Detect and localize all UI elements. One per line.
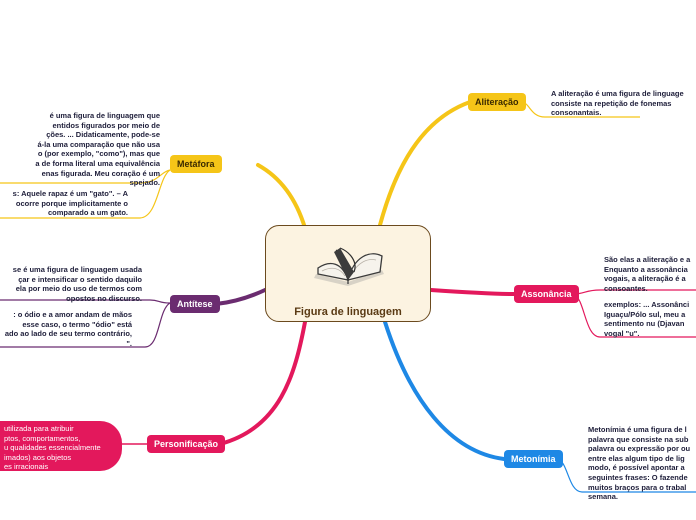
link-personificacao bbox=[218, 320, 307, 446]
link-metafora-ex bbox=[0, 169, 171, 219]
topic-assonancia[interactable]: Assonância bbox=[514, 285, 579, 303]
link-assonancia bbox=[429, 288, 516, 296]
link-antitese-def bbox=[0, 299, 171, 304]
topic-metafora[interactable]: Metáfora bbox=[170, 155, 222, 173]
central-title: Figura de linguagem bbox=[294, 306, 402, 318]
link-antitese-ex bbox=[0, 302, 171, 348]
note-antitese-definition[interactable]: se é uma figura de linguagem usada çar e… bbox=[12, 265, 142, 303]
note-assonancia-example[interactable]: exemplos: ... Assonânci Iguaçu/Pólo sul,… bbox=[604, 300, 690, 338]
link-metafora bbox=[256, 163, 307, 230]
link-aliteracao bbox=[378, 100, 472, 227]
note-metafora-definition[interactable]: é uma figura de linguagem que entidos fi… bbox=[35, 111, 160, 188]
open-book-icon bbox=[314, 247, 384, 286]
note-aliteracao-definition[interactable]: A aliteração é uma figura de linguage co… bbox=[551, 89, 684, 118]
link-metafora-def bbox=[0, 169, 171, 184]
link-metonimia bbox=[383, 320, 506, 461]
note-metonimia-definition[interactable]: Metonímia é uma figura de l palavra que … bbox=[588, 425, 691, 502]
note-antitese-example[interactable]: : o ódio e a amor andam de mãos esse cas… bbox=[4, 310, 132, 348]
topic-metonimia[interactable]: Metonímia bbox=[504, 450, 563, 468]
note-metafora-example[interactable]: s: Aquele rapaz é um "gato". – A ocorre … bbox=[12, 189, 128, 218]
topic-aliteracao[interactable]: Aliteração bbox=[468, 93, 526, 111]
note-assonancia-definition[interactable]: São elas a aliteração e a Enquanto a ass… bbox=[604, 255, 691, 293]
note-personificacao-definition[interactable]: utilizada para atribuir ptos, comportame… bbox=[0, 421, 122, 471]
topic-personificacao[interactable]: Personificação bbox=[147, 435, 226, 453]
topic-antitese[interactable]: Antítese bbox=[170, 295, 220, 313]
link-antitese bbox=[214, 288, 267, 306]
central-topic[interactable]: Figura de linguagem bbox=[265, 225, 431, 322]
note-personificacao-text: utilizada para atribuir ptos, comportame… bbox=[4, 424, 101, 472]
